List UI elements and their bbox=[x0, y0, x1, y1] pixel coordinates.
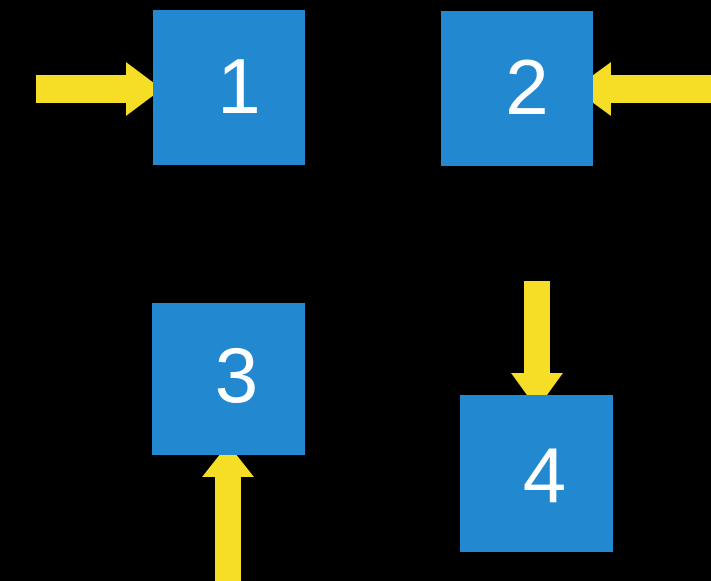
arrow-up-into-node-3 bbox=[202, 444, 254, 581]
arrow-left-icon bbox=[574, 62, 711, 116]
node-label-3: 3 bbox=[214, 331, 259, 419]
arrow-right-icon bbox=[36, 62, 162, 116]
node-label-1: 1 bbox=[217, 41, 261, 130]
node-box-4[interactable]: 4 bbox=[460, 395, 613, 552]
arrow-down-into-node-4 bbox=[511, 281, 563, 409]
node-box-1[interactable]: 1 bbox=[153, 10, 305, 165]
arrow-left-into-node-2 bbox=[574, 62, 711, 116]
node-box-2[interactable]: 2 bbox=[441, 11, 593, 166]
arrow-right-into-node-1 bbox=[36, 62, 162, 116]
arrow-up-icon bbox=[202, 444, 254, 581]
node-label-4: 4 bbox=[522, 430, 567, 519]
node-label-2: 2 bbox=[505, 42, 549, 131]
node-box-3[interactable]: 3 bbox=[152, 303, 305, 455]
arrow-down-icon bbox=[511, 281, 563, 409]
